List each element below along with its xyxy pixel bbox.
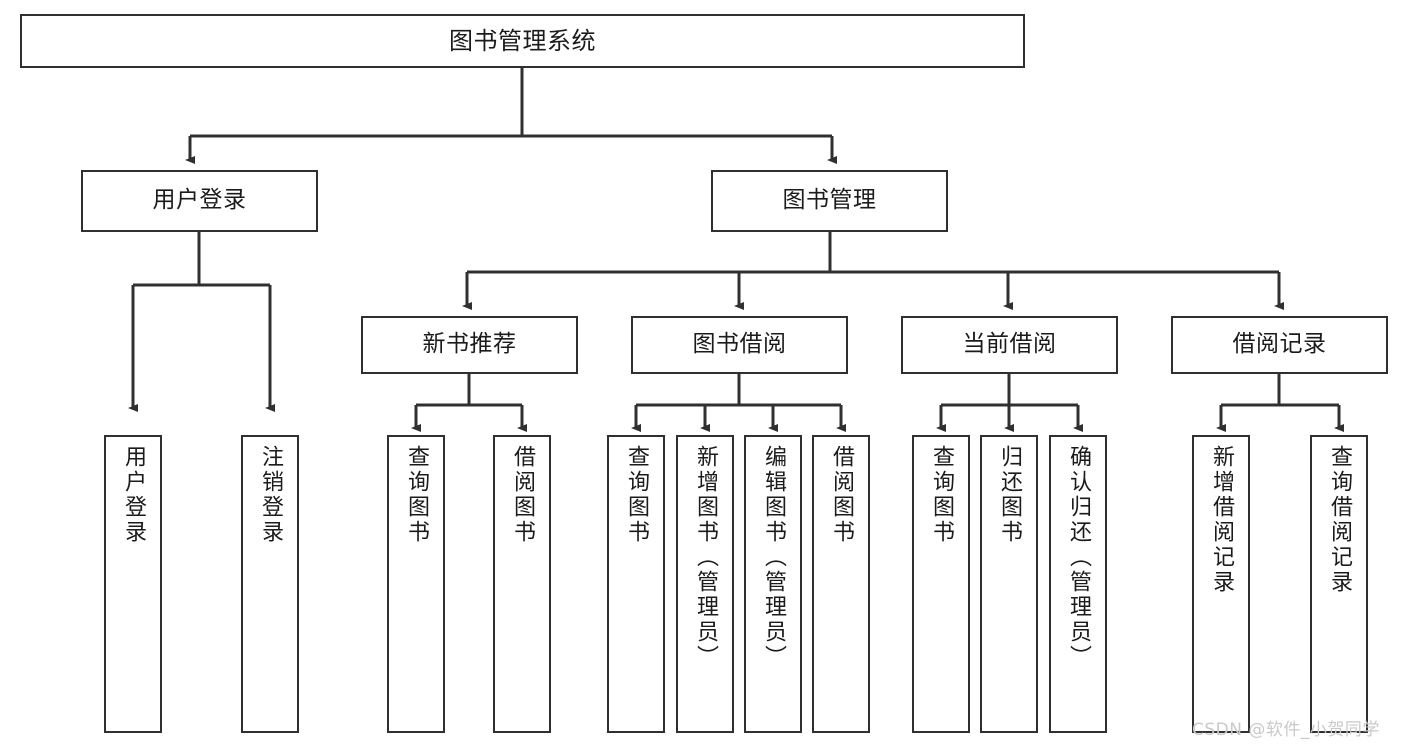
node-label: 用户登录 — [121, 445, 146, 545]
node-label: 归还图书 — [997, 445, 1022, 545]
node-book-management[interactable]: 图书管理 — [711, 170, 948, 232]
node-label: 查询图书 — [929, 445, 954, 545]
node-label: 确认归还（管理员） — [1066, 445, 1091, 670]
leaf-confirm-return-admin[interactable]: 确认归还（管理员） — [1049, 435, 1107, 733]
leaf-query-book-current[interactable]: 查询图书 — [912, 435, 970, 733]
leaf-edit-book-admin[interactable]: 编辑图书（管理员） — [744, 435, 802, 733]
node-label: 新书推荐 — [422, 331, 517, 358]
node-label: 新增借阅记录 — [1209, 445, 1234, 595]
node-book-borrow[interactable]: 图书借阅 — [631, 316, 848, 374]
node-label: 借阅记录 — [1232, 331, 1327, 358]
node-label: 编辑图书（管理员） — [761, 445, 786, 670]
leaf-query-book-borrow[interactable]: 查询图书 — [607, 435, 665, 733]
node-user-login[interactable]: 用户登录 — [81, 170, 318, 232]
leaf-user-login[interactable]: 用户登录 — [104, 435, 162, 733]
node-borrow-record[interactable]: 借阅记录 — [1171, 316, 1388, 374]
leaf-logout[interactable]: 注销登录 — [241, 435, 299, 733]
leaf-add-borrow-record[interactable]: 新增借阅记录 — [1192, 435, 1250, 733]
node-label: 借阅图书 — [829, 445, 854, 545]
node-new-book-recommend[interactable]: 新书推荐 — [361, 316, 578, 374]
node-label: 用户登录 — [152, 187, 247, 214]
csdn-watermark: CSDN @软件_小贺同学 — [1192, 720, 1380, 740]
node-root-system[interactable]: 图书管理系统 — [20, 14, 1025, 68]
node-label: 查询图书 — [404, 445, 429, 545]
node-label: 注销登录 — [258, 445, 283, 545]
node-label: 查询借阅记录 — [1327, 445, 1352, 595]
node-label: 图书借阅 — [692, 331, 787, 358]
node-label: 当前借阅 — [962, 331, 1057, 358]
leaf-borrow-book-recommend[interactable]: 借阅图书 — [493, 435, 551, 733]
leaf-query-borrow-record[interactable]: 查询借阅记录 — [1310, 435, 1368, 733]
leaf-query-book-recommend[interactable]: 查询图书 — [387, 435, 445, 733]
node-label: 借阅图书 — [510, 445, 535, 545]
node-label: 查询图书 — [624, 445, 649, 545]
node-label: 新增图书（管理员） — [693, 445, 718, 670]
leaf-add-book-admin[interactable]: 新增图书（管理员） — [676, 435, 734, 733]
node-label: 图书管理 — [782, 187, 877, 214]
leaf-borrow-book[interactable]: 借阅图书 — [812, 435, 870, 733]
node-label: 图书管理系统 — [449, 26, 596, 55]
node-current-borrow[interactable]: 当前借阅 — [901, 316, 1118, 374]
leaf-return-book[interactable]: 归还图书 — [980, 435, 1038, 733]
